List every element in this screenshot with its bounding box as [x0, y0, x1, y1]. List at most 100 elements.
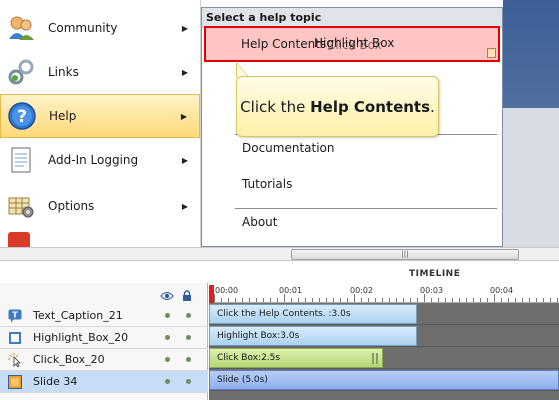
ruler-tick: [522, 298, 523, 302]
ruler-tick: [291, 298, 292, 302]
menu-item-label: Add-In Logging: [48, 153, 139, 167]
links-icon: [6, 57, 36, 87]
caption-text-prefix: Click the: [240, 97, 306, 116]
ruler-tick: [375, 298, 376, 302]
submenu-separator: [235, 208, 497, 209]
ruler-tick: [529, 298, 530, 302]
timeline-clip-highlight-box[interactable]: Highlight Box:3.0s: [209, 326, 417, 346]
exit-icon: [8, 232, 30, 247]
submenu-item-tutorials[interactable]: Tutorials: [242, 177, 293, 191]
svg-text:T: T: [12, 310, 18, 319]
ruler-tick: [319, 298, 320, 302]
timeline-ruler[interactable]: 00:00 00:01 00:02 00:03 00:04: [209, 285, 559, 303]
visibility-toggle[interactable]: [165, 335, 170, 340]
ruler-tick: [452, 298, 453, 302]
timeline-clip-slide[interactable]: Slide (5.0s): [209, 370, 559, 390]
visibility-toggle[interactable]: [165, 313, 170, 318]
ruler-tick: [235, 298, 236, 302]
caption-text-suffix: .: [430, 97, 435, 116]
menu-item-options[interactable]: Options ▶: [0, 184, 200, 228]
ruler-tick: [228, 298, 229, 302]
svg-text:?: ?: [17, 107, 27, 127]
clip-label: Click Box:2.5s: [217, 353, 281, 363]
timeline-clip-text-caption[interactable]: Click the Help Contents. :3.0s: [209, 304, 417, 324]
timeline-title: TIMELINE: [409, 269, 461, 279]
lock-icon[interactable]: [182, 290, 192, 305]
stage-horizontal-scrollbar[interactable]: |||: [0, 247, 559, 261]
ruler-tick: [403, 298, 404, 302]
ruler-tick: [410, 298, 411, 302]
ruler-tick: [354, 294, 355, 302]
submenu-arrow-icon: ▶: [180, 111, 187, 121]
timeline-layer-row-selected[interactable]: Slide 34: [0, 371, 208, 393]
menu-item-label: Options: [48, 199, 95, 213]
submenu-item-about[interactable]: About: [242, 215, 278, 229]
ruler-tick: [431, 298, 432, 302]
ruler-tick: [389, 298, 390, 302]
ruler-tick: [508, 298, 509, 302]
ruler-tick: [543, 298, 544, 302]
click-box-label: Click Box: [327, 38, 382, 52]
submenu-arrow-icon: ▶: [181, 201, 188, 211]
eye-icon[interactable]: [160, 290, 174, 305]
ruler-tick: [263, 298, 264, 302]
text-caption[interactable]: Click the Help Contents.: [236, 76, 439, 137]
visibility-toggle[interactable]: [165, 357, 170, 362]
ruler-tick: [333, 298, 334, 302]
playhead[interactable]: [209, 285, 214, 303]
lock-toggle[interactable]: [186, 379, 191, 384]
ruler-tick: [298, 298, 299, 302]
track-row: Slide (5.0s): [209, 369, 559, 391]
track-row: Click the Help Contents. :3.0s: [209, 303, 559, 325]
lock-toggle[interactable]: [186, 357, 191, 362]
lock-toggle[interactable]: [186, 313, 191, 318]
click-box-handle-icon[interactable]: [487, 48, 496, 58]
timeline-clip-click-box[interactable]: Click Box:2.5s: [209, 348, 383, 368]
pause-grip-icon[interactable]: [372, 353, 378, 364]
submenu-item-documentation[interactable]: Documentation: [242, 141, 335, 155]
menu-item-label: Community: [48, 21, 118, 35]
menu-item-label: Links: [48, 65, 79, 79]
ruler-tick: [417, 298, 418, 302]
menu-item-community[interactable]: Community ▶: [0, 6, 200, 50]
submenu-arrow-icon: ▶: [181, 67, 188, 77]
menu-item-links[interactable]: Links ▶: [0, 50, 200, 94]
stage-background-strip: [503, 0, 559, 108]
lock-toggle[interactable]: [186, 335, 191, 340]
ruler-tick: [501, 298, 502, 302]
timeline-header-icons: [160, 290, 192, 305]
options-icon: [6, 191, 36, 221]
layer-name: Slide 34: [33, 375, 78, 388]
layer-name: Click_Box_20: [33, 353, 105, 366]
timeline-layer-row[interactable]: T Text_Caption_21: [0, 305, 208, 327]
timeline-tracks: Click the Help Contents. :3.0s Highlight…: [209, 303, 559, 400]
ruler-tick: [221, 298, 222, 302]
submenu-header: Select a help topic: [202, 8, 502, 28]
ruler-tick: [312, 298, 313, 302]
highlight-box[interactable]: [204, 26, 500, 62]
menu-item-add-in-logging[interactable]: Add-In Logging ▶: [0, 138, 200, 182]
ruler-tick: [368, 298, 369, 302]
timeline-panel: TIMELINE T Text_Caption_21 Highlight_Box…: [0, 261, 559, 400]
scrollbar-thumb[interactable]: |||: [291, 249, 519, 260]
ruler-tick: [242, 298, 243, 302]
ruler-tick: [249, 298, 250, 302]
menu-item-help[interactable]: ? Help ▶: [0, 94, 200, 138]
tick-label: 00:03: [420, 286, 444, 295]
submenu-item-help-contents[interactable]: Help Contents: [241, 37, 327, 51]
submenu-arrow-icon: ▶: [181, 23, 188, 33]
ruler-tick: [466, 298, 467, 302]
ruler-tick: [284, 294, 285, 302]
caption-text-bold: Help Contents: [310, 97, 431, 116]
tick-label: 00:04: [490, 286, 514, 295]
ruler-tick: [361, 298, 362, 302]
layer-name: Highlight_Box_20: [33, 331, 129, 344]
ruler-tick: [424, 294, 425, 302]
visibility-toggle[interactable]: [165, 379, 170, 384]
timeline-layer-row[interactable]: Highlight_Box_20: [0, 327, 208, 349]
stage-background: [503, 108, 559, 247]
text-caption-icon: T: [8, 309, 22, 323]
timeline-layer-row[interactable]: Click_Box_20: [0, 349, 208, 371]
add-in-menu: Community ▶ Links ▶ ? Help: [0, 0, 201, 247]
ruler-tick: [277, 298, 278, 302]
